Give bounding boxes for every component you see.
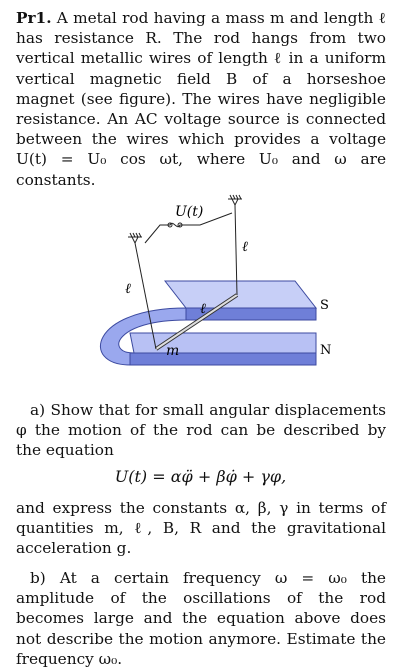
magnet-top-face xyxy=(163,280,318,309)
part-a-after: and express the constants α, β, γ in ter… xyxy=(16,499,386,558)
part-a-text: a) Show that for small angular displacem… xyxy=(16,401,386,460)
right-wire xyxy=(234,204,238,296)
voltage-label: U(t) xyxy=(175,204,203,220)
magnet-bottom-front xyxy=(129,352,317,366)
rod-length-label: ℓ xyxy=(200,301,206,317)
pole-n-label: N xyxy=(320,343,331,358)
part-a-equation: U(t) = αφ̈ + βφ̇ + γφ, xyxy=(114,467,287,486)
problem-label: Pr1. xyxy=(16,9,52,27)
part-b-text: b) At a certain frequency ω = ω₀ the amp… xyxy=(16,569,386,668)
ac-source xyxy=(144,212,233,244)
left-wire xyxy=(134,242,157,350)
magnet-bottom-face xyxy=(129,332,317,354)
problem-intro-text: A metal rod having a mass m and length ℓ… xyxy=(16,9,386,189)
pole-s-label: S xyxy=(320,298,329,313)
horseshoe-magnet-figure: U(t) ℓ ℓ ℓ m S N xyxy=(99,194,331,366)
right-wire-label: ℓ xyxy=(242,239,248,255)
left-hanger xyxy=(128,232,142,244)
left-wire-label: ℓ xyxy=(125,281,131,297)
mass-label: m xyxy=(166,343,179,359)
right-hanger xyxy=(228,194,242,206)
problem-intro: Pr1. A metal rod having a mass m and len… xyxy=(16,8,386,190)
